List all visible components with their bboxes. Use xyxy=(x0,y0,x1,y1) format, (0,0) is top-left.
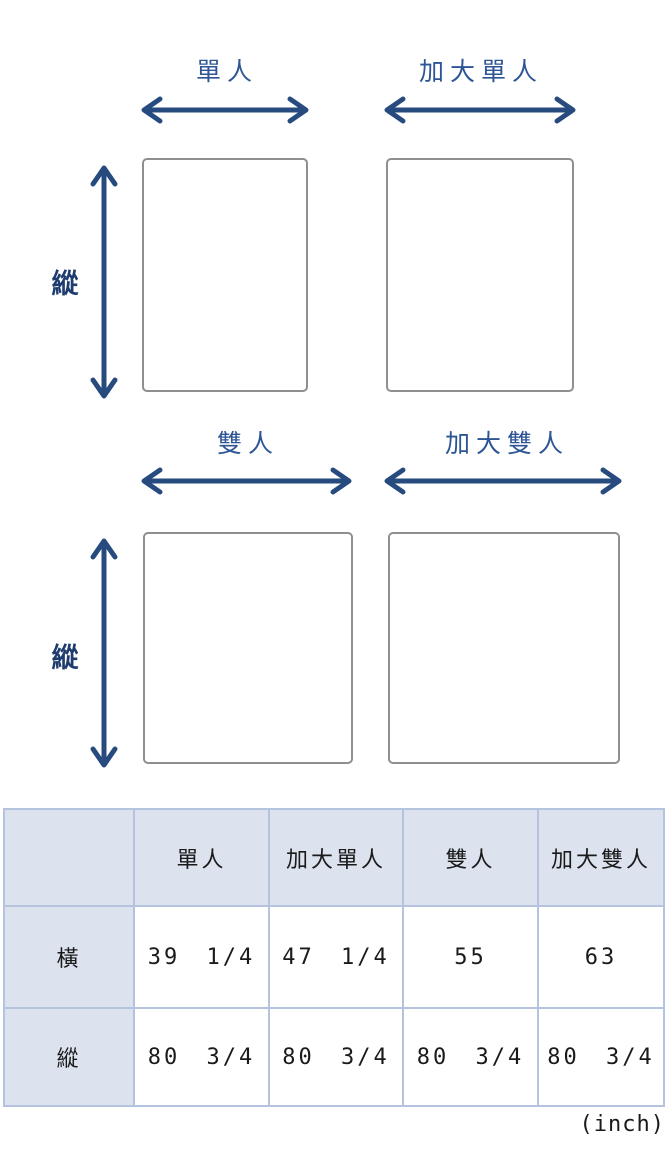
bed-rect-twin-xl xyxy=(386,158,574,392)
table-cell: 80 3/4 xyxy=(402,1007,539,1107)
horizontal-dimension-arrow-icon xyxy=(138,95,312,125)
row-label-width: 橫 xyxy=(3,905,135,1009)
size-label-single: 單人 xyxy=(195,57,259,86)
bed-rect-single xyxy=(142,158,308,392)
size-label-double: 雙人 xyxy=(216,429,280,458)
size-label-king: 加大雙人 xyxy=(444,429,570,458)
axis-label-vertical: 縱 xyxy=(51,269,79,300)
unit-note: (inch) xyxy=(579,1112,665,1137)
table-row: 縱 80 3/4 80 3/4 80 3/4 80 3/4 xyxy=(3,1007,665,1107)
horizontal-dimension-arrow-icon xyxy=(381,466,625,496)
vertical-dimension-arrow-icon xyxy=(89,162,119,402)
table-header-row: 單人 加大單人 雙人 加大雙人 xyxy=(3,808,665,907)
size-label-twin-xl: 加大單人 xyxy=(418,57,544,86)
horizontal-dimension-arrow-icon xyxy=(138,466,355,496)
table-row: 橫 39 1/4 47 1/4 55 63 xyxy=(3,905,665,1009)
horizontal-dimension-arrow-icon xyxy=(381,95,579,125)
table-cell: 39 1/4 xyxy=(133,905,270,1009)
table-cell: 80 3/4 xyxy=(537,1007,665,1107)
table-header-cell: 單人 xyxy=(133,808,270,907)
row-label-length: 縱 xyxy=(3,1007,135,1107)
table-cell: 63 xyxy=(537,905,665,1009)
vertical-dimension-arrow-icon xyxy=(89,535,119,771)
axis-label-vertical: 縱 xyxy=(51,643,79,674)
table-header-cell: 加大單人 xyxy=(268,808,404,907)
table-cell: 47 1/4 xyxy=(268,905,404,1009)
table-cell: 80 3/4 xyxy=(133,1007,270,1107)
table-cell: 80 3/4 xyxy=(268,1007,404,1107)
bed-rect-king xyxy=(388,532,620,764)
size-table: 單人 加大單人 雙人 加大雙人 橫 39 1/4 47 1/4 55 63 縱 … xyxy=(3,808,665,1107)
table-header-cell: 加大雙人 xyxy=(537,808,665,907)
table-header-cell xyxy=(3,808,135,907)
table-cell: 55 xyxy=(402,905,539,1009)
table-header-cell: 雙人 xyxy=(402,808,539,907)
bed-rect-double xyxy=(143,532,353,764)
